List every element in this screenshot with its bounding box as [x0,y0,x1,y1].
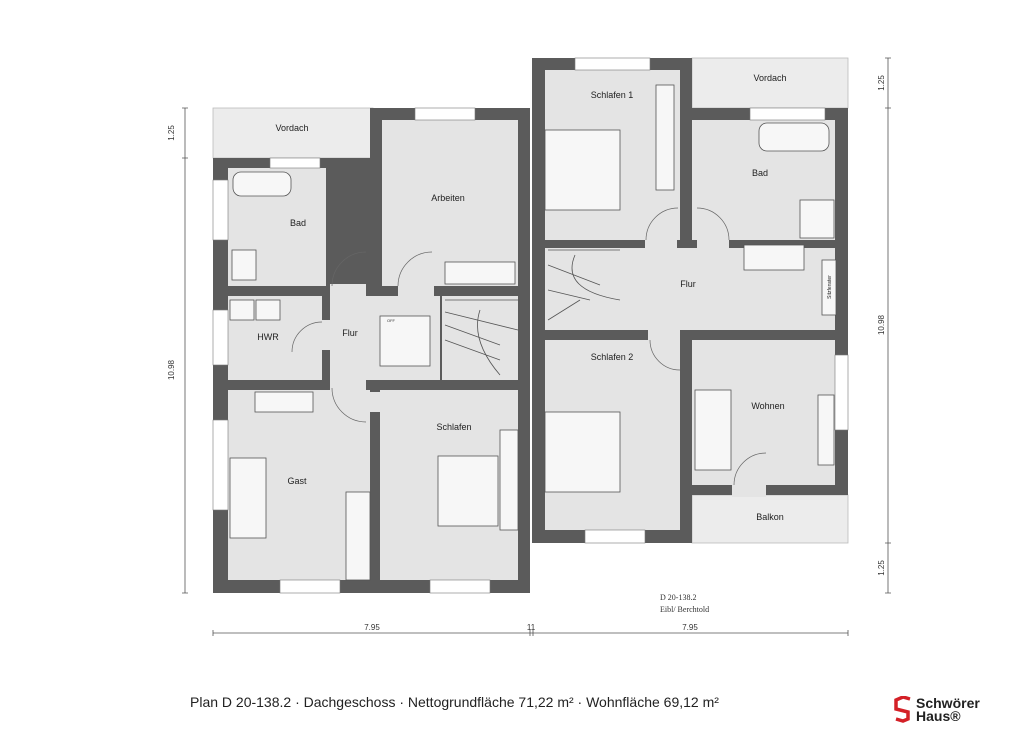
plan-author: Eibl/ Berchtold [660,605,710,614]
label-arbeiten: Arbeiten [431,193,465,203]
left-unit: OFF Vordach Bad Arbeiten HWR Flur Gast S… [212,107,530,594]
dim-right-2: 10.98 [877,314,886,335]
schwoerer-haus-logo: Schwörer Haus® [893,696,980,724]
label-bad-right: Bad [752,168,768,178]
dim-bottom-1: 7.95 [364,623,380,632]
label-balkon: Balkon [756,512,784,522]
dim-left-2: 10.98 [167,359,176,380]
label-bad-left: Bad [290,218,306,228]
plan-caption: Plan D 20-138.2 · Dachgeschoss · Nettogr… [190,694,719,710]
dim-right-1: 1.25 [877,75,886,91]
label-schlafen-1: Schlafen 1 [591,90,634,100]
logo-s-icon [894,696,911,723]
room-arbeiten [382,120,518,286]
balkon [691,494,849,544]
dim-bottom-2: 11 [527,623,536,632]
table [379,315,431,367]
vordach-left [212,107,374,159]
label-sitzfenster: Sitzfenster [827,275,833,299]
right-unit: Vordach Schlafen 1 Bad Flur Sitzfenster … [532,57,849,544]
logo-line2: Haus® [916,708,961,724]
label-gast: Gast [287,476,307,486]
plan-number: D 20-138.2 [660,593,697,602]
dim-right-3: 1.25 [877,560,886,576]
label-vordach-left: Vordach [275,123,308,133]
dim-bottom-3: 7.95 [682,623,698,632]
label-flur-left: Flur [342,328,358,338]
vordach-right [691,57,849,109]
dimension-lines: 1.25 10.98 1.25 10.98 1.25 7.95 11 7.95 [167,57,891,636]
label-schlafen-left: Schlafen [436,422,471,432]
plan-info: D 20-138.2 Eibl/ Berchtold [660,592,709,616]
label-hwr: HWR [257,332,279,342]
label-vordach-right: Vordach [753,73,786,83]
dim-left-1: 1.25 [167,125,176,141]
label-flur-right: Flur [680,279,696,289]
logo-line1: Schwörer [916,695,980,711]
label-wohnen: Wohnen [751,401,784,411]
stair-label: OFF [387,318,396,323]
label-schlafen-2: Schlafen 2 [591,352,634,362]
